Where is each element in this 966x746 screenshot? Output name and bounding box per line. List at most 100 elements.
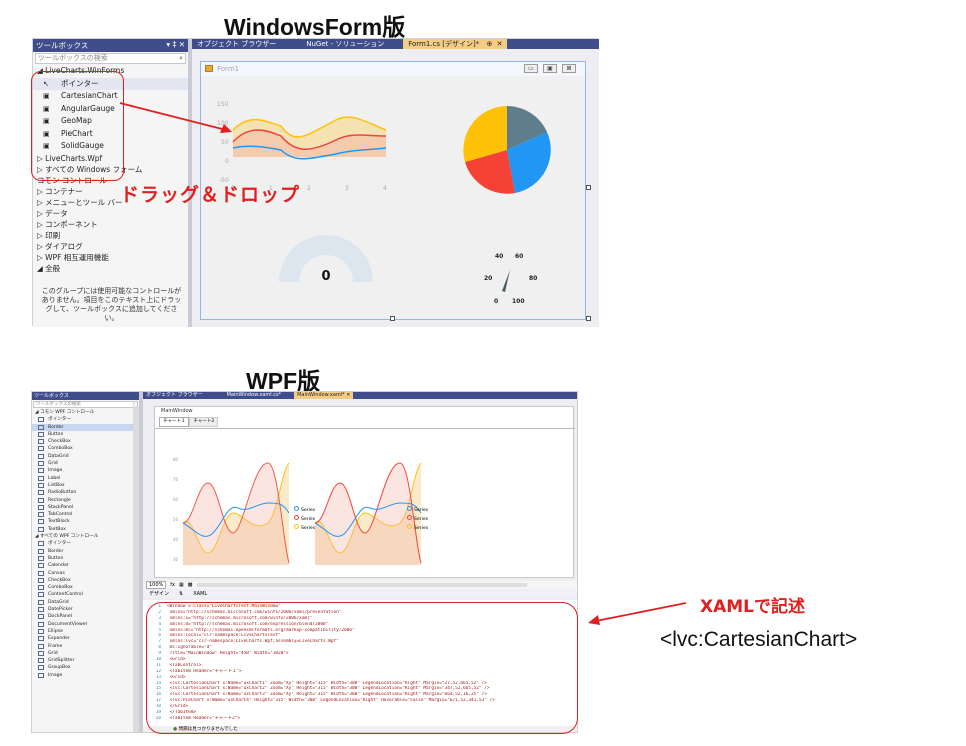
code-line[interactable]: 19 </TabItem> (143, 710, 577, 716)
wpf-cartesian-chart-1[interactable]: 80 70 60 50 40 30 (173, 453, 293, 565)
wpf-toolbox-item[interactable]: TextBlock (32, 518, 139, 525)
group-all-wpf[interactable]: ◢ すべての WPF コントロール (35, 534, 99, 540)
wpf-mainwindow[interactable]: MainWindow チャート１ チャート2 80 70 60 50 40 30… (154, 406, 575, 578)
wpf-toolbox-scrollbar[interactable] (133, 406, 139, 732)
tab-design[interactable]: デザイン (149, 591, 170, 597)
code-line[interactable]: 13 <Grid> (143, 675, 577, 681)
toolbox-item[interactable]: ▣AngularGauge (33, 103, 188, 116)
wpf-toolbox-item[interactable]: Grid (32, 650, 139, 657)
toolbox-item[interactable]: ▣CartesianChart (33, 90, 188, 103)
tab-nuget[interactable]: NuGet - ソリューション (306, 40, 385, 48)
wpf-toolbox-search-input[interactable]: ツールボックスの検索 ⌕ (33, 401, 138, 408)
code-line[interactable]: 17 <lvc:PieChart x:Name="uxChart4" Heigh… (143, 698, 577, 704)
swap-icon[interactable]: ⇅ (179, 591, 184, 597)
wpf-toolbox-item[interactable]: ポインター (32, 416, 139, 423)
pie-chart[interactable] (459, 102, 555, 198)
tab-mainwindow-xaml[interactable]: MainWindow.xaml* ✕ (294, 392, 354, 399)
xaml-editor[interactable]: 1<Window x:Class="LiveChartsTest.MainWin… (143, 600, 577, 726)
cartesian-chart[interactable]: 150 100 50 0 -50 0 1 2 3 4 (211, 92, 391, 192)
scroll-bar[interactable] (196, 583, 527, 587)
tab-chart2[interactable]: チャート2 (189, 417, 219, 427)
toolbox-group[interactable]: ▷ コンポーネント (37, 220, 98, 230)
wpf-toolbox-item[interactable]: Button (32, 431, 139, 438)
solid-gauge[interactable]: 0 (271, 220, 381, 284)
close-icon[interactable]: ⊠ (562, 64, 576, 73)
code-line[interactable]: 11 <TabControl> (143, 663, 577, 669)
wpf-toolbox-item[interactable]: GroupBox (32, 664, 139, 671)
code-line[interactable]: 14 <lvc:CartesianChart x:Name="uxChart1"… (143, 681, 577, 687)
toolbox-item[interactable]: ▣SolidGauge (33, 140, 188, 153)
wpf-toolbox-item[interactable]: RadioButton (32, 489, 139, 496)
wpf-toolbox-item[interactable]: TextBox (32, 526, 139, 533)
pin-icon[interactable]: ⊕ (486, 40, 493, 48)
toolbox-group[interactable]: ▷ コンテナー (37, 186, 83, 196)
group-livecharts-winforms[interactable]: ◢ LiveCharts.WinForms (37, 66, 125, 75)
wpf-toolbox-item[interactable]: CheckBox (32, 438, 139, 445)
toolbox-group[interactable]: ▷ LiveCharts.Wpf (37, 153, 103, 163)
wpf-toolbox-item[interactable]: CheckBox (32, 577, 139, 584)
wpf-panel-splitter[interactable] (139, 392, 143, 732)
toolbox-item[interactable]: ▣PieChart (33, 128, 188, 141)
toolbox-group[interactable]: ▷ 印刷 (37, 231, 61, 241)
toolbox-group[interactable]: ▷ メニューとツール バー (37, 197, 123, 207)
tab-mainwindow-cs[interactable]: MainWindow.xaml.cs* (226, 392, 282, 398)
wpf-toolbox-item[interactable]: ContentControl (32, 591, 139, 598)
toolbox-group[interactable]: ▷ すべての Windows フォーム (37, 164, 143, 174)
wpf-toolbox-item[interactable]: Ellipse (32, 628, 139, 635)
resize-handle[interactable] (390, 316, 395, 321)
wpf-toolbox-item[interactable]: Expander (32, 635, 139, 642)
wpf-toolbox-item[interactable]: ListBox (32, 482, 139, 489)
wpf-toolbox-item[interactable]: Frame (32, 643, 139, 650)
search-icon[interactable]: ⌕ (132, 402, 135, 407)
toolbox-pin-icon[interactable]: ▾ ‡ ✕ (166, 40, 185, 49)
wpf-toolbox-item[interactable]: ComboBox (32, 584, 139, 591)
code-line[interactable]: 18 </Grid> (143, 704, 577, 710)
resize-handle[interactable] (586, 185, 591, 190)
maximize-icon[interactable]: ▣ (543, 64, 557, 73)
code-line[interactable]: 3 xmlns:x="http://schemas.microsoft.com/… (143, 616, 577, 622)
tab-chart1[interactable]: チャート１ (159, 417, 190, 427)
code-line[interactable]: 15 <lvc:CartesianChart x:Name="uxChart2"… (143, 686, 577, 692)
code-line[interactable]: 5 xmlns:mc="http://schemas.openxmlformat… (143, 628, 577, 634)
wpf-toolbox-item[interactable]: Calendar (32, 562, 139, 569)
toolbox-item[interactable]: ▣GeoMap (33, 115, 188, 128)
wpf-toolbox-item[interactable]: Border (32, 423, 139, 431)
wpf-toolbox-item[interactable]: DockPanel (32, 613, 139, 620)
form1-window[interactable]: Form1 ▭ ▣ ⊠ 150 100 50 0 -50 0 1 2 3 (200, 61, 586, 320)
tab-xaml[interactable]: XAML (193, 591, 208, 597)
toolbox-search-input[interactable]: ツールボックスの検索 ⌕ (35, 53, 186, 64)
code-line[interactable]: 16 <lvc:CartesianChart x:Name="uxChart3"… (143, 692, 577, 698)
wpf-toolbox-item[interactable]: DocumentViewer (32, 621, 139, 628)
grid-icon[interactable]: ▦ (179, 582, 184, 588)
wpf-toolbox-item[interactable]: GridSplitter (32, 657, 139, 664)
wpf-toolbox-item[interactable]: StackPanel (32, 504, 139, 511)
snap-icon[interactable]: ▩ (187, 582, 193, 588)
panel-splitter[interactable] (188, 39, 192, 327)
angular-gauge[interactable]: 40 60 20 80 0 100 (477, 248, 557, 310)
toolbox-item[interactable]: ↖ポインター (33, 77, 188, 90)
code-line[interactable]: 4 xmlns:d="http://schemas.microsoft.com/… (143, 622, 577, 628)
toolbox-group[interactable]: ◢ 全般 (37, 264, 61, 274)
wpf-toolbox-item[interactable]: Canvas (32, 570, 139, 577)
toolbox-group[interactable]: ▷ WPF 相互運用機能 (37, 253, 109, 263)
code-line[interactable]: 7 xmlns:lvc="clr-namespace:LiveCharts.Wp… (143, 639, 577, 645)
minimize-icon[interactable]: ▭ (524, 64, 538, 73)
wpf-toolbox-item[interactable]: Image (32, 467, 139, 474)
group-common-wpf[interactable]: ◢ コモン WPF コントロール (35, 410, 95, 415)
zoom-select[interactable]: 100% (146, 581, 167, 589)
wpf-toolbox-item[interactable]: Grid (32, 460, 139, 467)
wpf-toolbox-item[interactable]: DataGrid (32, 599, 139, 606)
tab-object-browser[interactable]: オブジェクト ブラウザー (197, 40, 277, 48)
code-line[interactable]: 8 mc:Ignorable="d" (143, 645, 577, 651)
wpf-toolbox-item[interactable]: TabControl (32, 511, 139, 518)
wpf-toolbox-item[interactable]: Image (32, 672, 139, 679)
tab-object-browser[interactable]: オブジェクト ブラウザー (146, 392, 203, 398)
wpf-toolbox-item[interactable]: DatePicker (32, 606, 139, 613)
wpf-toolbox-item[interactable]: ComboBox (32, 445, 139, 452)
wpf-toolbox-item[interactable]: ポインター (32, 540, 139, 547)
wpf-toolbox-item[interactable]: Rectangle (32, 497, 139, 504)
toolbox-group[interactable]: ▷ ダイアログ (37, 242, 83, 252)
wpf-toolbox-item[interactable]: Button (32, 555, 139, 562)
close-tab-icon[interactable]: ✕ (496, 40, 503, 48)
formula-icon[interactable]: fx (170, 582, 176, 588)
